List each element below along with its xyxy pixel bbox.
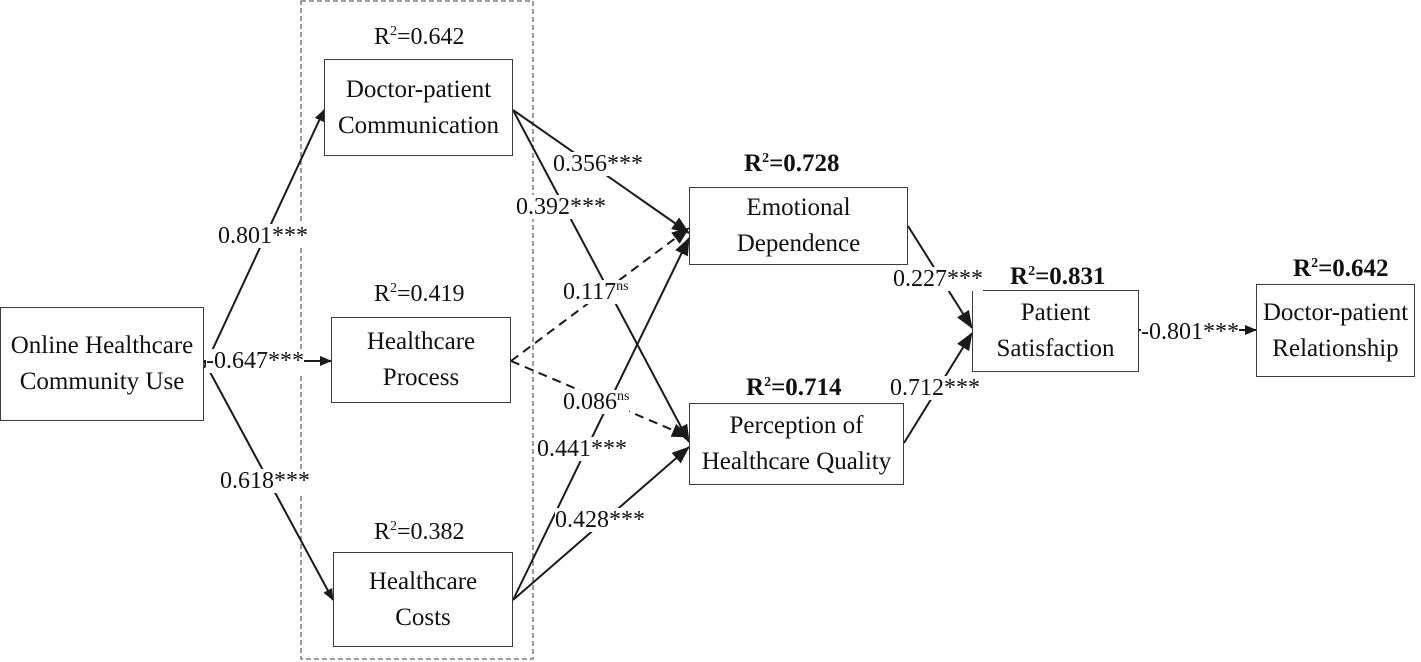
node-process-line2: Process — [382, 364, 460, 391]
r2-relationship: R2=0.642 — [1293, 255, 1389, 282]
node-costs-line2: Costs — [395, 603, 451, 631]
node-relationship: Doctor-patient Relationship — [1256, 284, 1415, 377]
coef-process-to-emotional: 0.117ns — [563, 279, 629, 305]
coef-ohc-to-communication: 0.801*** — [218, 223, 308, 249]
edge-costs-to-emotional — [512, 237, 690, 601]
coef-satisfaction-to-relationship: -0.801*** — [1141, 319, 1239, 345]
node-costs-line1: Healthcare — [368, 567, 478, 595]
node-communication-line1: Doctor-patient — [345, 75, 492, 103]
node-ohc-use: Online Healthcare Community Use — [0, 307, 204, 421]
coef-emotional-to-satisfaction: 0.227*** — [893, 266, 983, 292]
node-process: Healthcare Process — [331, 317, 511, 403]
node-satisfaction-line2: Satisfaction — [996, 335, 1115, 362]
node-satisfaction-line1: Patient — [1020, 299, 1091, 326]
edge-communication-to-quality — [512, 109, 690, 443]
coef-process-to-quality: 0.086ns — [563, 389, 630, 415]
node-communication-line2: Communication — [337, 111, 500, 139]
node-emotional: Emotional Dependence — [689, 187, 908, 265]
coef-ohc-to-costs: 0.618*** — [220, 468, 310, 494]
node-ohc-use-line2: Community Use — [19, 368, 185, 395]
r2-satisfaction: R2=0.831 — [1010, 263, 1106, 290]
node-ohc-use-line1: Online Healthcare — [10, 332, 194, 359]
r2-emotional: R2=0.728 — [744, 150, 840, 177]
node-relationship-line2: Relationship — [1272, 334, 1399, 362]
node-satisfaction: Patient Satisfaction — [972, 290, 1139, 372]
node-quality-line2: Healthcare Quality — [701, 448, 892, 475]
node-process-line1: Healthcare — [366, 328, 476, 355]
node-costs: Healthcare Costs — [333, 552, 513, 647]
coef-costs-to-emotional: 0.441*** — [537, 436, 627, 462]
coef-communication-to-quality: 0.392*** — [516, 194, 606, 220]
node-emotional-line2: Dependence — [736, 230, 861, 257]
coef-ohc-to-process: -0.647*** — [206, 348, 304, 374]
r2-quality: R2=0.714 — [746, 374, 842, 401]
coef-communication-to-emotional: 0.356*** — [553, 151, 643, 177]
r2-costs: R2=0.382 — [374, 519, 465, 545]
coef-quality-to-satisfaction: 0.712*** — [890, 375, 980, 401]
r2-process: R2=0.419 — [374, 281, 465, 307]
node-communication: Doctor-patient Communication — [324, 59, 513, 156]
node-quality: Perception of Healthcare Quality — [689, 403, 904, 485]
r2-communication: R2=0.642 — [374, 24, 465, 50]
coef-costs-to-quality: 0.428*** — [555, 507, 645, 533]
node-relationship-line1: Doctor-patient — [1262, 298, 1409, 326]
node-emotional-line1: Emotional — [746, 194, 851, 221]
node-quality-line1: Perception of — [729, 412, 864, 439]
mediator-group-frame — [300, 0, 534, 660]
